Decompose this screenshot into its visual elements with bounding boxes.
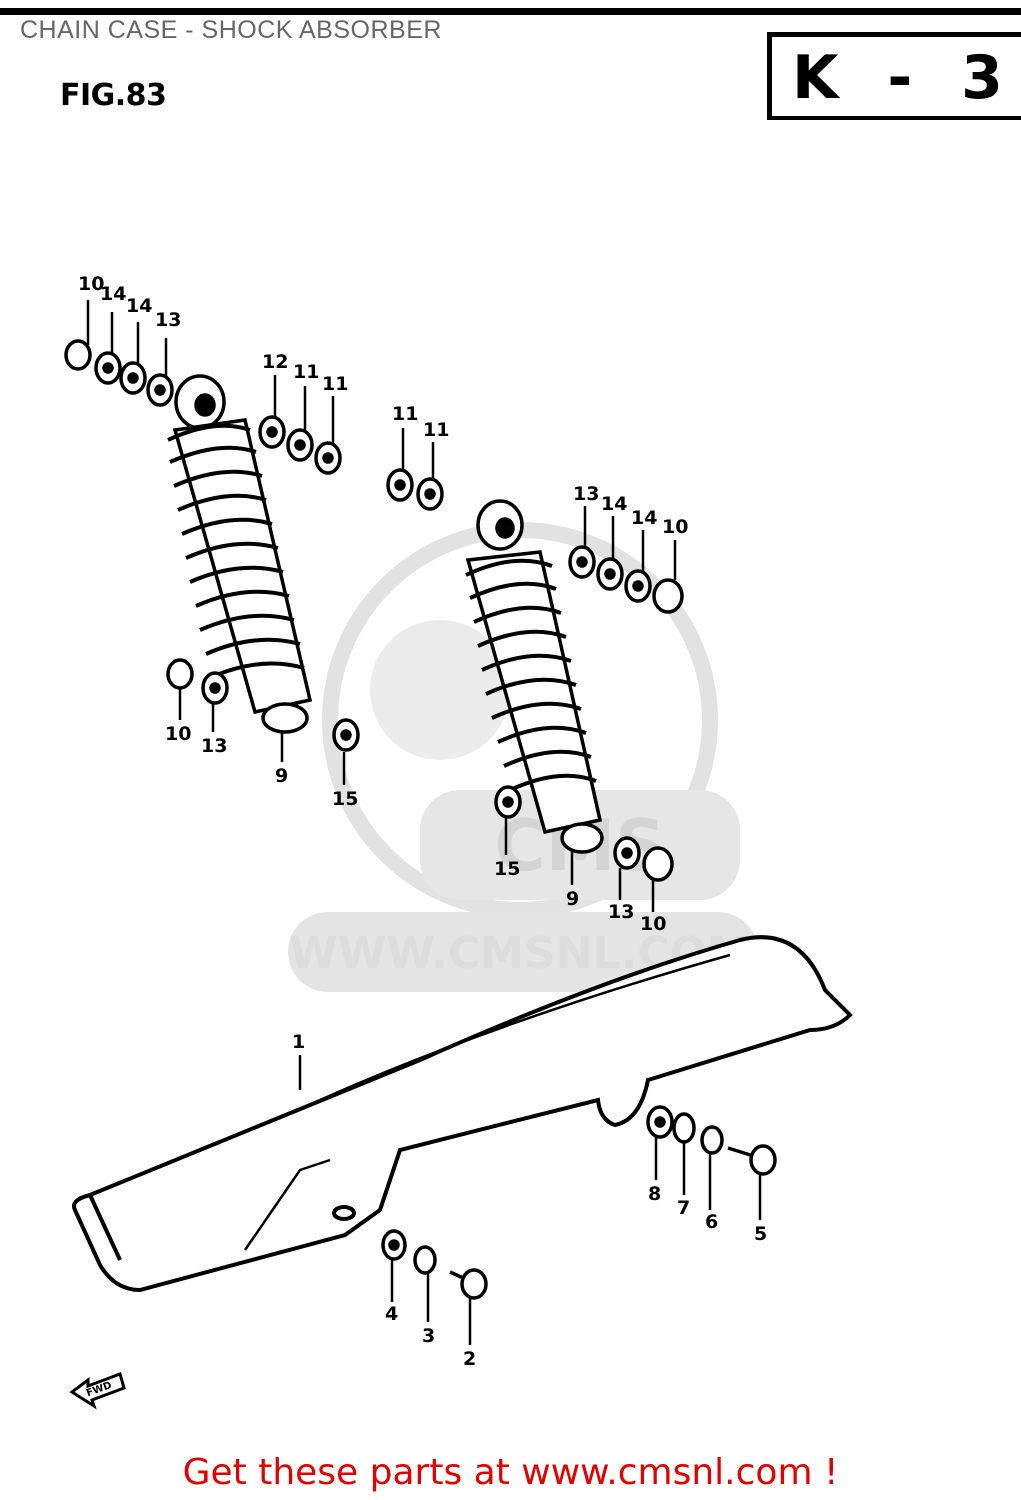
callout-4: 4 — [385, 1303, 398, 1325]
right-shock-absorber — [465, 499, 604, 854]
callout-10: 10 — [165, 723, 191, 745]
forward-arrow-icon: FWD — [69, 1372, 126, 1410]
callout-11: 11 — [392, 403, 418, 425]
callout-1: 1 — [292, 1031, 305, 1053]
callout-14: 14 — [100, 283, 126, 305]
callout-11: 11 — [322, 373, 348, 395]
callout-13: 13 — [608, 901, 634, 923]
callout-11: 11 — [423, 419, 449, 441]
footer-link[interactable]: Get these parts at www.cmsnl.com ! — [182, 1452, 839, 1493]
section-code-box: K - 3 — [767, 32, 1021, 120]
callout-13: 13 — [573, 483, 599, 505]
callout-10: 10 — [640, 913, 666, 935]
left-shock-absorber — [167, 374, 313, 734]
page-title: CHAIN CASE - SHOCK ABSORBER — [20, 16, 442, 44]
callout-9: 9 — [275, 765, 288, 787]
callout-14: 14 — [126, 295, 152, 317]
callout-13: 13 — [201, 735, 227, 757]
callout-labels: 10 14 14 13 12 11 11 11 11 13 14 14 10 1… — [78, 273, 767, 1370]
top-rule — [0, 8, 1021, 15]
figure-number: FIG.83 — [60, 78, 167, 113]
callout-5: 5 — [754, 1223, 767, 1245]
section-code: K - 3 — [792, 43, 1017, 113]
callout-11: 11 — [293, 361, 319, 383]
callout-13: 13 — [155, 309, 181, 331]
callout-14: 14 — [631, 507, 657, 529]
callout-10: 10 — [78, 273, 104, 295]
callout-8: 8 — [648, 1183, 661, 1205]
leader-lines — [86, 300, 762, 1345]
callout-3: 3 — [422, 1325, 435, 1347]
callout-2: 2 — [463, 1348, 476, 1370]
callout-10: 10 — [662, 516, 688, 538]
callout-14: 14 — [601, 493, 627, 515]
chain-case — [72, 935, 853, 1293]
callout-6: 6 — [705, 1211, 718, 1233]
callout-7: 7 — [677, 1197, 690, 1219]
callout-15: 15 — [494, 858, 520, 880]
hardware-washers — [64, 339, 777, 1300]
callout-15: 15 — [332, 788, 358, 810]
callout-12: 12 — [262, 351, 288, 373]
callout-9: 9 — [566, 888, 579, 910]
